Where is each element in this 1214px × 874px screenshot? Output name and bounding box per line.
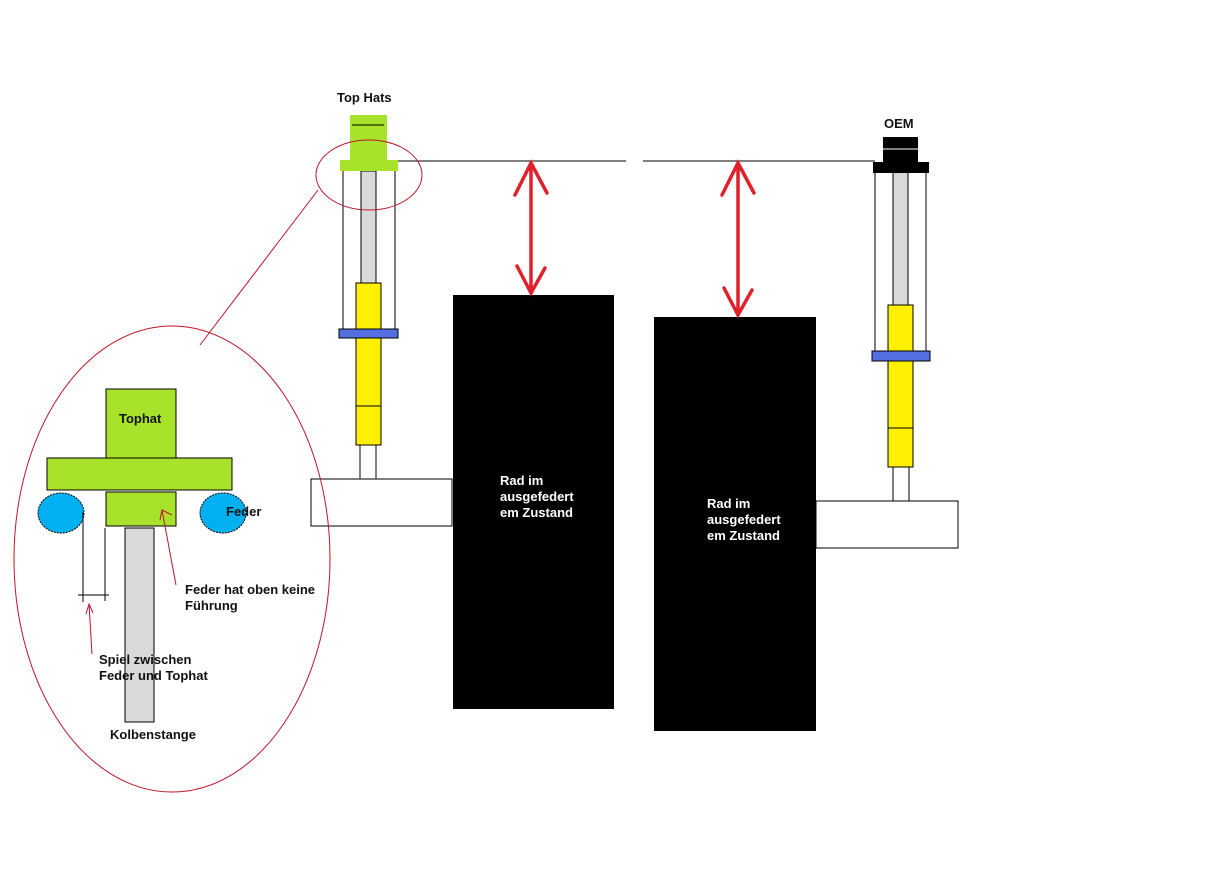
annotation-arrow-play <box>85 602 94 655</box>
spring-coil-right <box>199 492 247 534</box>
annotation-arrow-guide <box>159 509 177 586</box>
label-top-hats: Top Hats <box>337 90 392 105</box>
tophat-upper <box>350 115 387 161</box>
oem-strut <box>815 137 959 549</box>
label-wheel-left: Rad im ausgefedert em Zustand <box>500 473 574 520</box>
label-no-guide: Feder hat oben keine Führung <box>185 582 316 613</box>
spring-seat-left <box>338 328 399 339</box>
damper-body-left <box>355 282 382 446</box>
double-arrow-right <box>720 159 756 319</box>
detail-tophat-flange <box>46 457 233 491</box>
strut-mount-right <box>815 500 959 549</box>
label-oem: OEM <box>884 116 914 131</box>
detail-view <box>37 388 247 723</box>
detail-piston-rod <box>124 527 155 723</box>
oem-mount-flange <box>873 162 929 173</box>
oem-mount-upper <box>883 137 918 163</box>
detail-tophat-upper <box>105 388 177 459</box>
damper-body-right <box>887 304 914 468</box>
spring-seat-right <box>871 350 931 362</box>
lower-rod-left <box>359 444 377 480</box>
wheel-right <box>654 317 816 731</box>
detail-ellipse <box>13 325 331 793</box>
highlight-ellipse <box>315 139 423 211</box>
tophat-flange <box>340 160 398 171</box>
strut-mount-left <box>310 478 453 527</box>
label-tophat: Tophat <box>119 411 162 426</box>
label-piston-rod: Kolbenstange <box>110 727 196 742</box>
label-wheel-right: Rad im ausgefedert em Zustand <box>707 496 781 543</box>
callout-line <box>199 189 319 346</box>
lower-rod-right <box>892 466 910 502</box>
double-arrow-left <box>513 159 549 297</box>
tophat-strut <box>310 115 453 527</box>
label-feder: Feder <box>226 504 262 519</box>
wheel-left <box>453 295 614 709</box>
piston-rod-left <box>360 170 377 284</box>
spring-coil-left <box>37 492 85 534</box>
detail-tophat-lower <box>105 491 177 527</box>
label-play: Spiel zwischen Feder und Tophat <box>99 652 208 683</box>
piston-rod-right <box>892 171 909 306</box>
